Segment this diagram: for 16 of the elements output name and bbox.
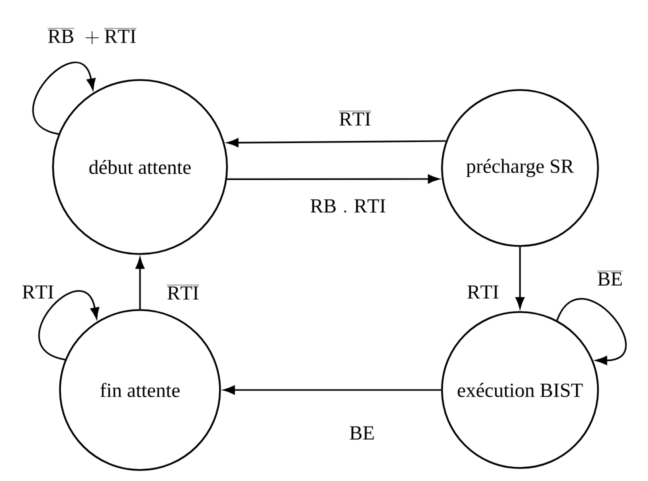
edge-label: $\overline{\mathrm{RB}}\;+\overline{\mathrm{RTI}}$ (48, 28, 136, 44)
edge-label: $\overline{\mathrm{RTI}}$ (338, 111, 372, 126)
arrow (556, 298, 627, 365)
edge-label: $\mathrm{RB}\;.\;\mathrm{RTI}$ (310, 199, 386, 213)
edge-label: $\mathrm{RTI}$ (467, 285, 498, 299)
edge-label: $\overline{\mathrm{BE}}$ (597, 271, 623, 286)
edge-label: $\mathrm{RTI}$ (22, 285, 54, 299)
edge-label: $\overline{\mathrm{RTI}}$ (166, 285, 200, 300)
arrow (32, 62, 96, 135)
arrow (516, 246, 524, 308)
arrow (227, 174, 440, 184)
arrow (136, 258, 144, 310)
arrow (227, 138, 446, 148)
arrow (38, 290, 100, 360)
edge-label: $\mathrm{BE}$ (350, 426, 374, 440)
arrow (224, 386, 442, 394)
